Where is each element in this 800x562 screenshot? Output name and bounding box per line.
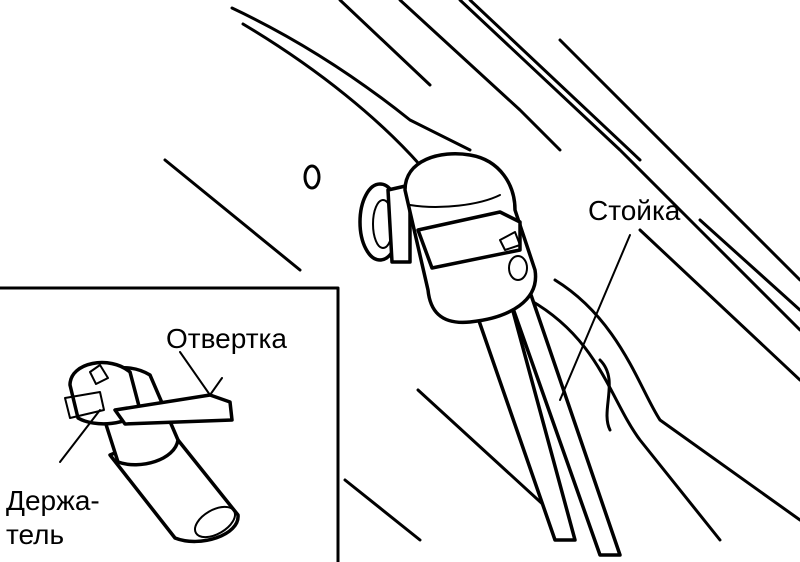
body-panel-lines <box>163 0 800 542</box>
body-hole <box>303 164 321 190</box>
ball-socket-mount <box>358 182 412 264</box>
inset-frame <box>0 286 340 562</box>
screwdriver-label: Отвертка <box>166 323 287 354</box>
holder-label-line1: Держа- <box>6 485 100 516</box>
inset-detail-drawing <box>59 351 240 544</box>
strut-label: Стойка <box>588 195 681 226</box>
holder-label-line2: тель <box>6 519 65 550</box>
strut-leader-line <box>559 234 631 401</box>
gas-strut <box>403 152 622 557</box>
